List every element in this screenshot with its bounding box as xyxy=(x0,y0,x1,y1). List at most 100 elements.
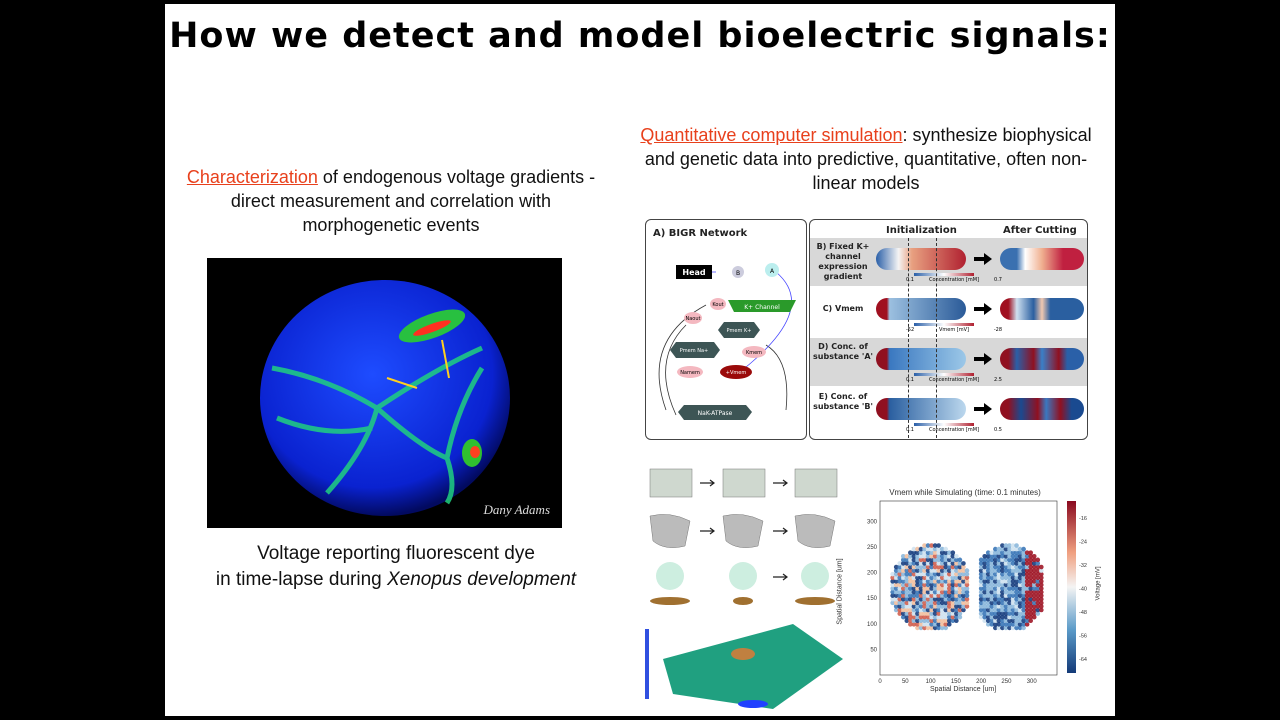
vmem-cell xyxy=(1007,622,1012,627)
simulation-link[interactable]: Quantitative computer simulation xyxy=(640,125,903,145)
vmem-cell xyxy=(1024,550,1030,555)
arrow-icon xyxy=(974,403,992,415)
vmem-cell xyxy=(932,553,938,559)
vmem-cell xyxy=(946,571,952,577)
vmem-cell xyxy=(982,579,987,584)
vmem-cell xyxy=(911,561,917,566)
vmem-cell xyxy=(929,564,934,570)
vmem-cell xyxy=(932,614,938,620)
vmem-cell xyxy=(1024,571,1030,577)
vmem-cell xyxy=(1031,593,1037,598)
vmem-cell xyxy=(989,557,995,563)
vmem-cell xyxy=(1014,550,1019,555)
vmem-cell xyxy=(1017,589,1023,595)
vmem-cell xyxy=(936,593,941,598)
colorbar xyxy=(1067,501,1076,673)
vmem-cell xyxy=(890,589,895,595)
vmem-cell xyxy=(893,604,899,609)
vmem-cell xyxy=(1003,604,1009,609)
vmem-cell xyxy=(932,561,938,566)
vmem-cell xyxy=(911,564,917,570)
vmem-cell xyxy=(1028,557,1034,563)
vmem-cell xyxy=(950,568,956,573)
simulation-desc: : synthesize biophysical and genetic dat… xyxy=(644,125,1092,193)
vmem-cell xyxy=(929,607,934,613)
vmem-cell xyxy=(925,553,931,559)
image-credit: Dany Adams xyxy=(483,502,550,517)
vmem-cell xyxy=(1000,543,1005,548)
characterization-link[interactable]: Characterization xyxy=(186,167,318,187)
vmem-cell xyxy=(989,553,995,559)
colorscale xyxy=(914,273,974,276)
vmem-cell xyxy=(996,600,1002,606)
vmem-cell xyxy=(954,553,959,559)
vmem-cell xyxy=(897,586,903,591)
vmem-cell xyxy=(925,582,931,588)
vmem-cell xyxy=(950,618,956,624)
caption-line-1: Voltage reporting fluorescent dye xyxy=(257,543,535,564)
vmem-cell xyxy=(1014,614,1019,620)
vmem-cell xyxy=(890,600,895,606)
vmem-cell xyxy=(929,568,934,573)
vmem-cell xyxy=(925,579,931,584)
vmem-cell xyxy=(939,586,945,591)
vmem-cell xyxy=(939,579,945,584)
vmem-cell xyxy=(922,557,927,563)
vmem-cell xyxy=(957,579,963,584)
vmem-cell xyxy=(950,575,956,581)
vmem-cell xyxy=(936,618,941,624)
vmem-cell xyxy=(939,553,945,559)
vmem-cell xyxy=(1014,607,1019,613)
vmem-cell xyxy=(957,607,963,613)
vmem-cell xyxy=(1035,600,1041,606)
scale-label: Concentration [mM] xyxy=(928,377,980,383)
vmem-cell xyxy=(1007,568,1012,573)
vmem-cell xyxy=(1024,596,1030,602)
vmem-cell xyxy=(915,589,920,595)
vmem-cell xyxy=(1039,575,1044,581)
vmem-cell xyxy=(1007,582,1012,588)
vmem-cell xyxy=(943,564,949,570)
vmem-cell xyxy=(1031,596,1037,602)
vmem-cell xyxy=(1010,618,1016,624)
vmem-cell xyxy=(915,611,920,616)
vmem-cell xyxy=(936,546,941,552)
vmem-cell xyxy=(1014,564,1019,570)
vmem-cell xyxy=(1007,600,1012,606)
vmem-cell xyxy=(900,561,906,566)
vmem-cell xyxy=(1007,550,1012,555)
vmem-cell xyxy=(993,575,998,581)
vmem-cell xyxy=(943,579,949,584)
vmem-cell xyxy=(1003,611,1009,616)
vmem-cell xyxy=(900,571,906,577)
vmem-cell xyxy=(1014,568,1019,573)
vmem-cell xyxy=(1024,561,1030,566)
vmem-cell xyxy=(900,607,906,613)
vmem-cell xyxy=(939,589,945,595)
vmem-cell xyxy=(993,604,998,609)
after-cutting-header: After Cutting xyxy=(1003,225,1077,236)
landscape-drawing xyxy=(645,624,843,709)
vmem-cell xyxy=(1035,593,1041,598)
after-bar xyxy=(1000,298,1084,320)
caption-text: in time-lapse during xyxy=(215,569,387,590)
vmem-cell xyxy=(943,596,949,602)
vmem-cell xyxy=(922,553,927,559)
vmem-scatter-plot: Vmem while Simulating (time: 0.1 minutes… xyxy=(837,488,1105,694)
vmem-cell xyxy=(1028,589,1034,595)
vmem-cell xyxy=(1000,550,1005,555)
vmem-cell xyxy=(1010,611,1016,616)
vmem-cell xyxy=(925,611,931,616)
vmem-cell xyxy=(1021,561,1026,566)
vmem-cell xyxy=(961,561,966,566)
vmem-cell xyxy=(985,550,991,555)
vmem-cell xyxy=(946,593,952,598)
vmem-cell xyxy=(982,614,987,620)
vmem-cell xyxy=(932,586,938,591)
vmem-cell xyxy=(922,564,927,570)
vmem-cell xyxy=(954,582,959,588)
vmem-cell xyxy=(1021,568,1026,573)
vmem-cell xyxy=(985,582,991,588)
